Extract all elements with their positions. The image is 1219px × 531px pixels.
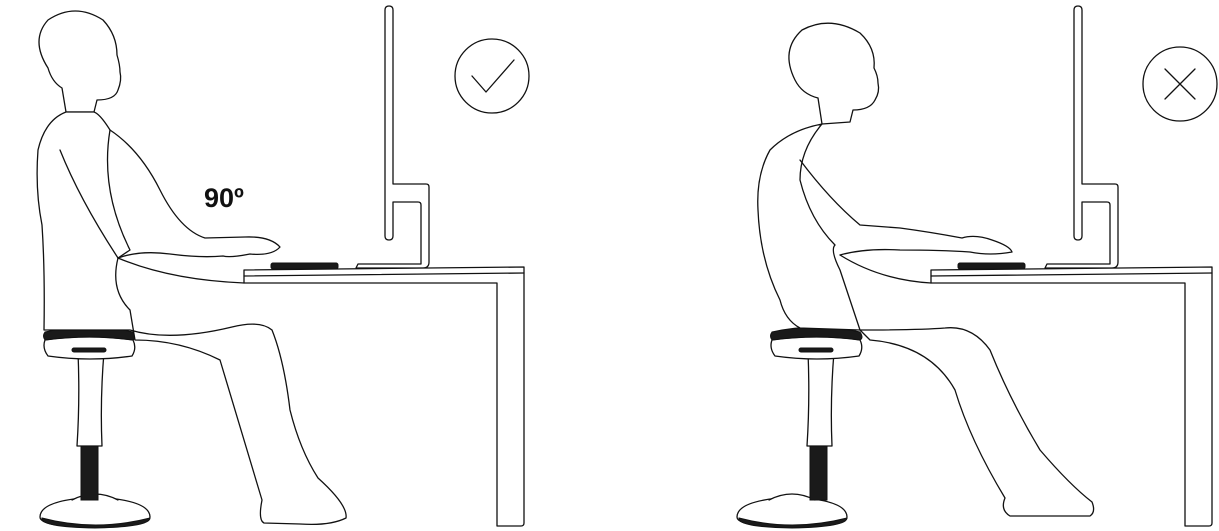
panel-correct: 90º	[37, 6, 529, 528]
stool	[737, 327, 862, 528]
keyboard	[958, 263, 1025, 269]
check-icon	[455, 39, 529, 113]
monitor	[1045, 6, 1118, 268]
cross-icon	[1143, 47, 1217, 121]
keyboard	[271, 263, 338, 269]
panel-incorrect	[737, 6, 1217, 528]
monitor	[356, 6, 429, 268]
stool	[40, 327, 150, 528]
angle-label: 90º	[204, 183, 244, 213]
